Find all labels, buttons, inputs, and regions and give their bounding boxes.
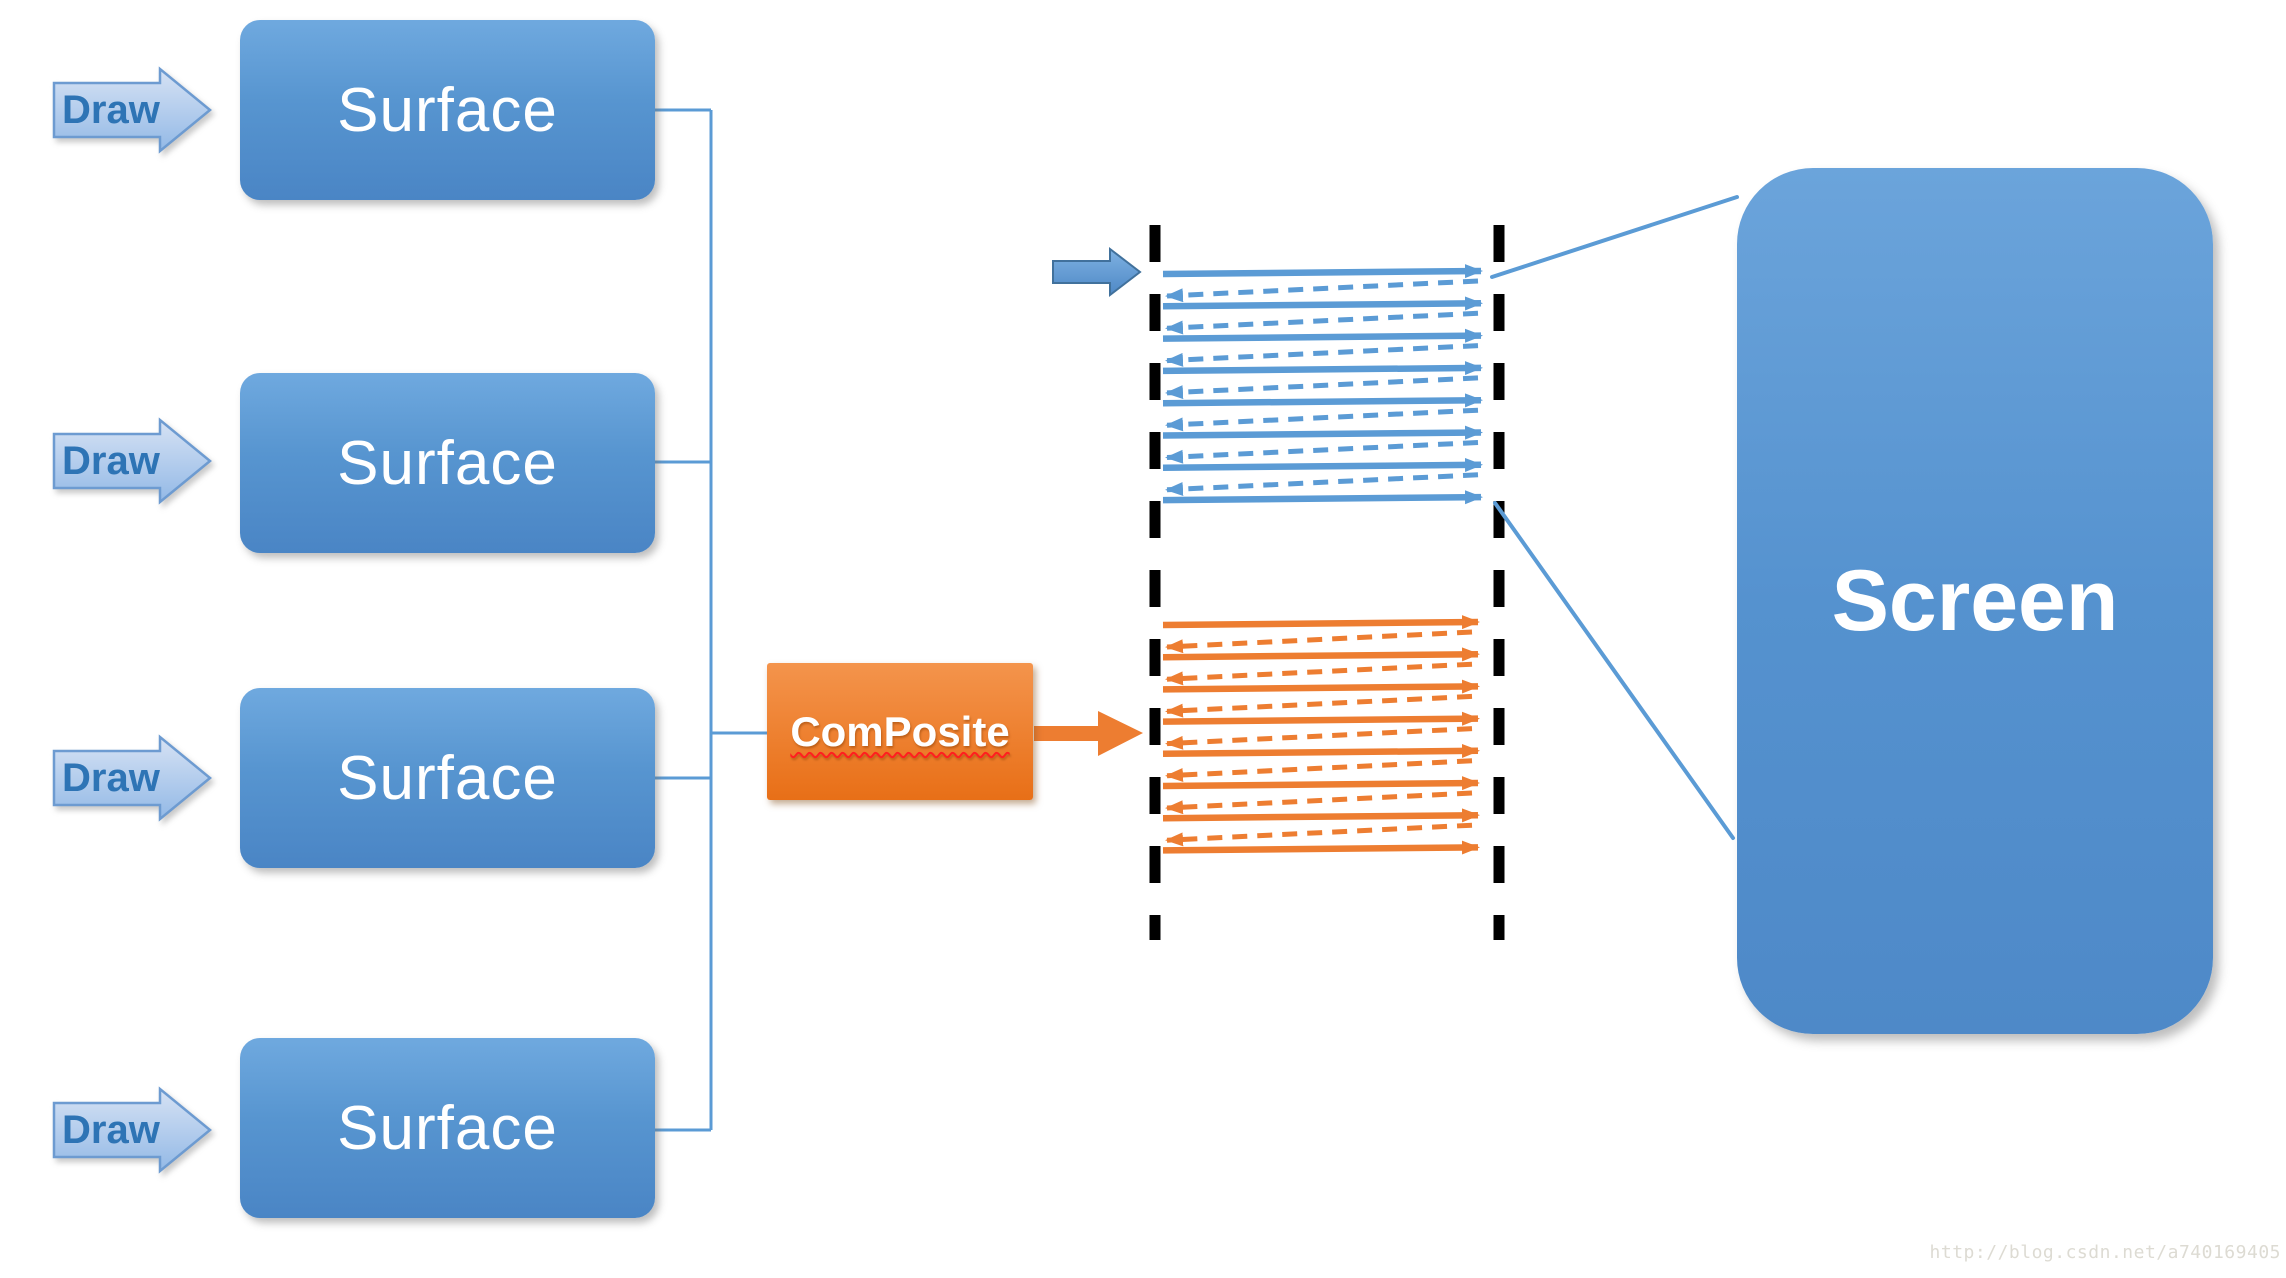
surface-label: Surface [337, 428, 558, 498]
blue-solid-arrow [1162, 457, 1483, 472]
surface-label: Surface [337, 743, 558, 813]
orange-dashed-arrow [1165, 629, 1473, 654]
orange-solid-arrow [1162, 615, 1480, 630]
blue-dashed-arrow [1165, 472, 1479, 497]
orange-solid-arrow [1162, 776, 1480, 791]
orange-dashed-arrow [1165, 790, 1473, 815]
blue-dashed-arrow [1165, 375, 1479, 400]
blue-solid-arrow [1162, 490, 1483, 505]
surface-connector-lines [655, 108, 767, 1132]
orange-dashed-arrow [1165, 693, 1473, 718]
orange-solid-arrow [1162, 743, 1480, 758]
orange-dashed-arrow [1165, 726, 1473, 750]
vsync-block-arrow-icon [1052, 246, 1142, 298]
blue-solid-arrow [1162, 393, 1483, 408]
blue-dashed-arrow [1165, 440, 1479, 464]
watermark-url: http://blog.csdn.net/a740169405 [1929, 1242, 2281, 1263]
right-arrow-icon [52, 417, 212, 505]
orange-solid-arrow [1162, 808, 1480, 823]
composite-label: ComPosite [790, 707, 1010, 755]
draw-arrow-label: Draw [62, 1107, 160, 1152]
right-arrow-icon [52, 66, 212, 154]
blue-solid-arrow [1162, 264, 1483, 279]
blue-dashed-arrow [1165, 407, 1479, 432]
orange-dashed-arrow [1165, 661, 1473, 686]
draw-arrow-2: Draw [52, 417, 212, 505]
right-arrow-icon [52, 1086, 212, 1174]
blue-dashed-arrow [1165, 343, 1479, 367]
orange-solid-arrow [1162, 679, 1480, 694]
blue-dashed-arrow [1165, 278, 1479, 303]
orange-solid-arrow [1162, 647, 1480, 662]
surface-label: Surface [337, 75, 558, 145]
orange-solid-arrow [1162, 711, 1480, 726]
surface-box-1: Surface [240, 20, 655, 200]
right-arrow-icon [52, 734, 212, 822]
orange-solid-arrow [1162, 840, 1480, 855]
composite-output-block-arrow-icon [1034, 711, 1143, 756]
draw-arrow-3: Draw [52, 734, 212, 822]
surface-box-3: Surface [240, 688, 655, 868]
draw-arrow-label: Draw [62, 755, 160, 800]
screen-link-bottom [1493, 501, 1735, 840]
screen-box: Screen [1737, 168, 2213, 1034]
blue-solid-arrow [1162, 328, 1483, 343]
draw-arrow-1: Draw [52, 66, 212, 154]
screen-link-top [1490, 195, 1739, 279]
draw-arrow-label: Draw [62, 87, 160, 132]
orange-dashed-arrow [1165, 822, 1473, 847]
screen-label: Screen [1831, 552, 2119, 649]
composite-box: ComPosite [767, 663, 1033, 800]
surface-label: Surface [337, 1093, 558, 1163]
blue-dashed-arrow [1165, 310, 1479, 335]
blue-solid-arrow [1162, 425, 1483, 440]
orange-dashed-arrow [1165, 758, 1473, 783]
surface-box-4: Surface [240, 1038, 655, 1218]
surface-box-2: Surface [240, 373, 655, 553]
blue-solid-arrow [1162, 296, 1483, 311]
blue-solid-arrow [1162, 361, 1483, 376]
draw-arrow-4: Draw [52, 1086, 212, 1174]
sequence-arrows [1162, 264, 1483, 855]
draw-arrow-label: Draw [62, 438, 160, 483]
